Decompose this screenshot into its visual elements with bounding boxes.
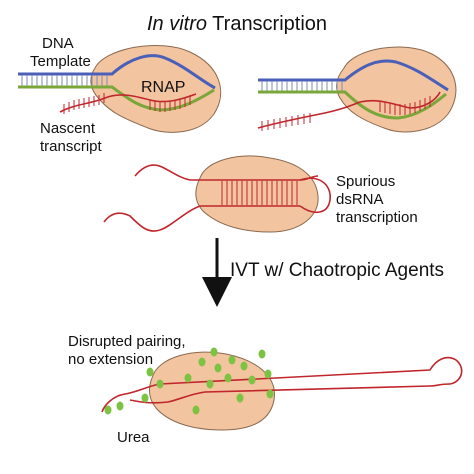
panel-elongation-right: [257, 46, 457, 133]
title-italic: In vitro: [147, 13, 207, 35]
dna-template-label-line2: Template: [30, 53, 91, 70]
rna-tail-bottom: [103, 212, 161, 232]
urea-dot: [214, 363, 222, 373]
urea-dot: [266, 389, 274, 399]
urea-dot: [198, 357, 206, 367]
dna-template-strand-left: [18, 54, 216, 90]
dna-basepairs-left: [21, 75, 108, 86]
urea-dot: [248, 375, 256, 385]
urea-dot: [206, 379, 214, 389]
disrupted-tail-left-2: [129, 399, 169, 404]
disrupted-strand-bottom: [167, 383, 451, 403]
rna-tail-top: [134, 164, 191, 181]
rnap-label: RNAP: [141, 79, 185, 96]
urea-dot: [264, 369, 272, 379]
urea-dot: [146, 367, 154, 377]
urea-dot: [210, 347, 218, 357]
urea-dot: [116, 401, 124, 411]
dna-template-strand-right: [258, 59, 449, 92]
rna-bases-left: [63, 93, 191, 114]
disrupted-tail-left: [101, 383, 161, 413]
dsrna-strand-bottom: [159, 205, 300, 231]
urea-dot: [156, 379, 164, 389]
panel-elongation-left: DNA Template RNAP Nascent transcript: [18, 35, 222, 155]
dna-basepairs-right: [261, 81, 343, 91]
disrupted-strand-top: [159, 356, 463, 385]
urea-dot: [141, 393, 149, 403]
disrupted-label-line2: no extension: [68, 351, 153, 368]
urea-dot: [258, 349, 266, 359]
panel-spurious-dsrna: Spurious dsRNA transcription: [103, 155, 418, 233]
dsrna-basepairs: [221, 181, 298, 205]
urea-dot: [240, 361, 248, 371]
dsrna-hairpin-loop: [299, 177, 331, 213]
panel-chaotropic: Disrupted pairing, no extension Urea: [68, 333, 463, 446]
title-rest: Transcription: [207, 13, 327, 35]
spurious-label-line2: dsRNA: [336, 191, 384, 208]
dna-nontemplate-strand-right: [258, 90, 447, 120]
dna-template-label-line1: DNA: [42, 35, 74, 52]
urea-dot: [228, 355, 236, 365]
step-label: IVT w/ Chaotropic Agents: [230, 260, 444, 281]
spurious-label-line1: Spurious: [336, 173, 395, 190]
urea-label: Urea: [117, 429, 150, 446]
urea-dot: [184, 373, 192, 383]
nascent-rna-left: [59, 93, 197, 113]
rna-bases-right: [261, 96, 431, 131]
nascent-rna-right: [257, 91, 441, 129]
urea-dot: [104, 405, 112, 415]
urea-dot: [192, 405, 200, 415]
disrupted-label-line1: Disrupted pairing,: [68, 333, 186, 350]
diagram-title: In vitro Transcription: [147, 13, 327, 35]
nascent-transcript-label-line1: Nascent: [40, 120, 96, 137]
urea-dot: [224, 373, 232, 383]
urea-molecules: [104, 347, 274, 415]
urea-dot: [236, 393, 244, 403]
spurious-label-line3: transcription: [336, 209, 418, 226]
nascent-transcript-label-line2: transcript: [40, 138, 103, 155]
